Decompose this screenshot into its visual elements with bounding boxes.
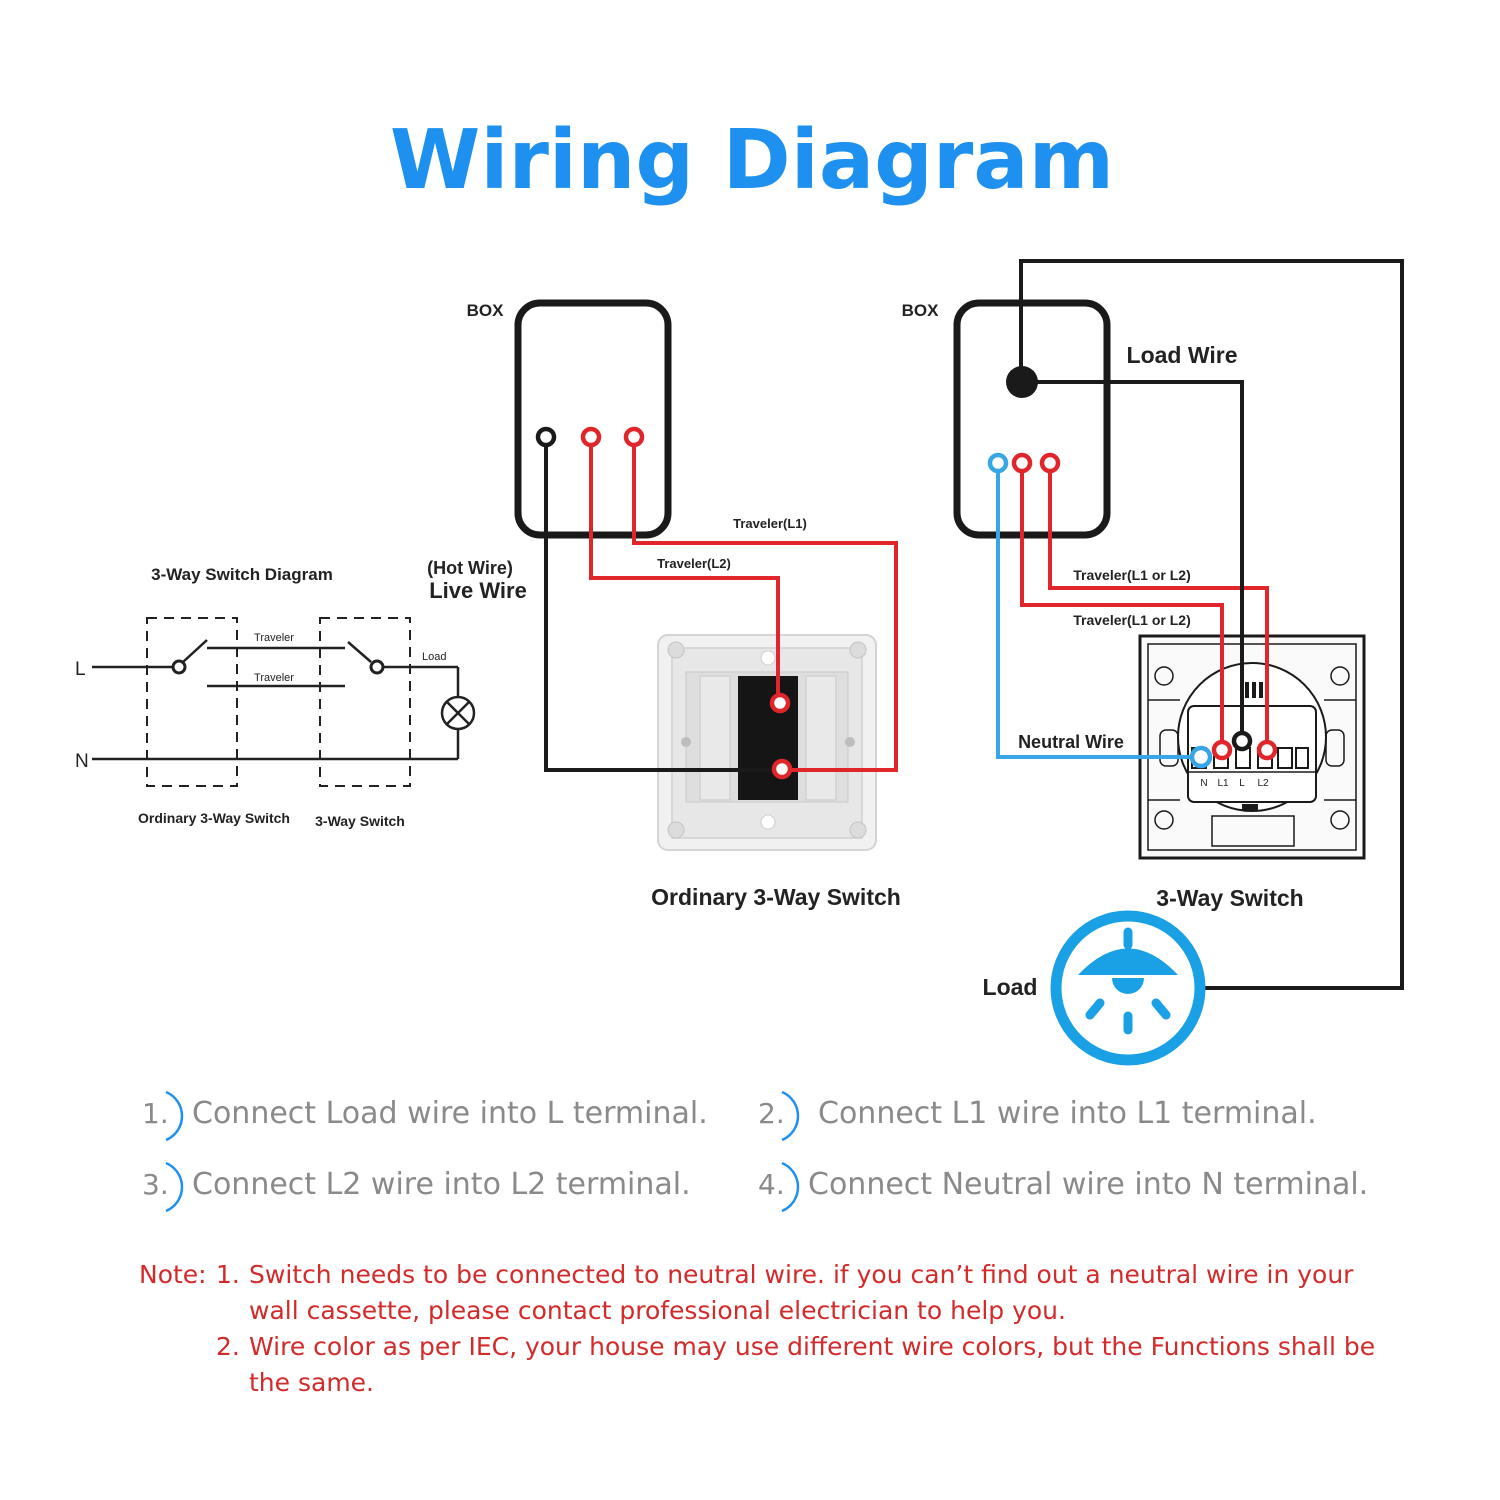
neutral-wire-label: Neutral Wire <box>1018 732 1124 752</box>
traveler-l2-label: Traveler(L2) <box>657 556 731 571</box>
terminal-l1 <box>623 426 645 448</box>
live-wire-label: Live Wire <box>429 578 527 603</box>
box-label-left: BOX <box>467 301 505 320</box>
note-1-line-2: wall cassette, please contact profession… <box>249 1296 1066 1325</box>
traveler-label-2: Traveler <box>254 672 294 684</box>
smart-switch-wiring: BOX Load Wire N L1 L <box>902 259 1404 1066</box>
step-3-text: Connect L2 wire into L2 terminal. <box>192 1167 691 1202</box>
terminal-live <box>535 426 557 448</box>
steps-list: 1. Connect Load wire into L terminal. 2.… <box>142 1090 1368 1213</box>
switch-terminal-l1 <box>771 758 793 780</box>
load-wire-label: Load Wire <box>1127 342 1238 368</box>
traveler-l1-wire <box>632 444 898 772</box>
step-1-text: Connect Load wire into L terminal. <box>192 1096 708 1131</box>
switch-pivot-2 <box>369 659 385 675</box>
line-label: L <box>75 659 86 680</box>
note-1-line-1: Switch needs to be connected to neutral … <box>249 1260 1354 1289</box>
live-wire <box>544 444 778 772</box>
terminal-neutral <box>987 452 1009 474</box>
switch-mechanism <box>738 676 798 800</box>
switch-terminal-n <box>1189 745 1213 769</box>
traveler-l2-wire <box>589 444 780 700</box>
svg-text:2.: 2. <box>216 1332 240 1361</box>
note-2-line-2: the same. <box>249 1368 374 1397</box>
step-1: 1. Connect Load wire into L terminal. <box>142 1090 708 1142</box>
switch-pivot-1 <box>171 659 187 675</box>
load-label-small: Load <box>422 651 446 663</box>
smart-switch-caption: 3-Way Switch <box>1156 885 1303 911</box>
traveler-wire-b <box>1048 469 1269 744</box>
svg-text:3.: 3. <box>142 1168 169 1201</box>
svg-text:2.: 2. <box>758 1097 785 1130</box>
svg-text:1.: 1. <box>142 1097 169 1130</box>
terminal-traveler-b <box>1039 452 1061 474</box>
traveler-b-label: Traveler(L1 or L2) <box>1073 612 1191 628</box>
terminal-l2 <box>580 426 602 448</box>
switch-terminal-l2b <box>1256 739 1278 761</box>
traveler-a-label: Traveler(L1 or L2) <box>1073 567 1191 583</box>
terminal-label-l1: L1 <box>1217 778 1229 789</box>
lamp-return-wire <box>1019 259 1404 990</box>
neutral-label: N <box>75 751 89 772</box>
terminal-label-l: L <box>1239 778 1245 789</box>
svg-text:1.: 1. <box>216 1260 240 1289</box>
page-title: Wiring Diagram <box>390 113 1114 208</box>
neutral-wire <box>996 469 1194 759</box>
terminal-traveler-a <box>1011 452 1033 474</box>
caption-ordinary-switch: Ordinary 3-Way Switch <box>138 810 290 826</box>
caption-three-way-switch: 3-Way Switch <box>315 813 405 829</box>
switch-terminal-l <box>1231 730 1253 752</box>
note-2-line-1: Wire color as per IEC, your house may us… <box>249 1332 1375 1361</box>
hot-wire-label: (Hot Wire) <box>427 558 513 578</box>
ordinary-switch-box <box>146 617 238 787</box>
three-way-switch-box <box>319 617 411 787</box>
box-label-right: BOX <box>902 301 940 320</box>
step-2-text: Connect L1 wire into L1 terminal. <box>818 1096 1317 1131</box>
load-wire <box>1022 380 1244 735</box>
schematic-diagram: 3-Way Switch Diagram L N Traveler Travel… <box>75 565 476 829</box>
notes: Note: 1. Switch needs to be connected to… <box>139 1260 1375 1397</box>
load-label: Load <box>983 974 1038 1000</box>
traveler-label-1: Traveler <box>254 632 294 644</box>
step-3: 3. Connect L2 wire into L2 terminal. <box>142 1161 691 1213</box>
junction-box-right <box>953 299 1111 539</box>
switch-terminal-l1b <box>1211 739 1233 761</box>
step-4: 4. Connect Neutral wire into N terminal. <box>758 1161 1368 1213</box>
ordinary-switch-wiring: BOX (Hot Wire) Live Wire Traveler(L1) Tr… <box>427 299 901 910</box>
schematic-heading: 3-Way Switch Diagram <box>151 565 333 584</box>
step-2: 2. Connect L1 wire into L1 terminal. <box>758 1090 1317 1142</box>
svg-text:4.: 4. <box>758 1168 785 1201</box>
step-4-text: Connect Neutral wire into N terminal. <box>808 1167 1368 1202</box>
terminal-label-l2: L2 <box>1257 778 1269 789</box>
traveler-wire-a <box>1020 469 1224 744</box>
ordinary-switch-caption: Ordinary 3-Way Switch <box>651 884 901 910</box>
note-prefix: Note: <box>139 1260 207 1289</box>
switch-terminal-l2 <box>769 692 791 714</box>
terminal-label-n: N <box>1200 778 1207 789</box>
traveler-l1-label: Traveler(L1) <box>733 516 807 531</box>
